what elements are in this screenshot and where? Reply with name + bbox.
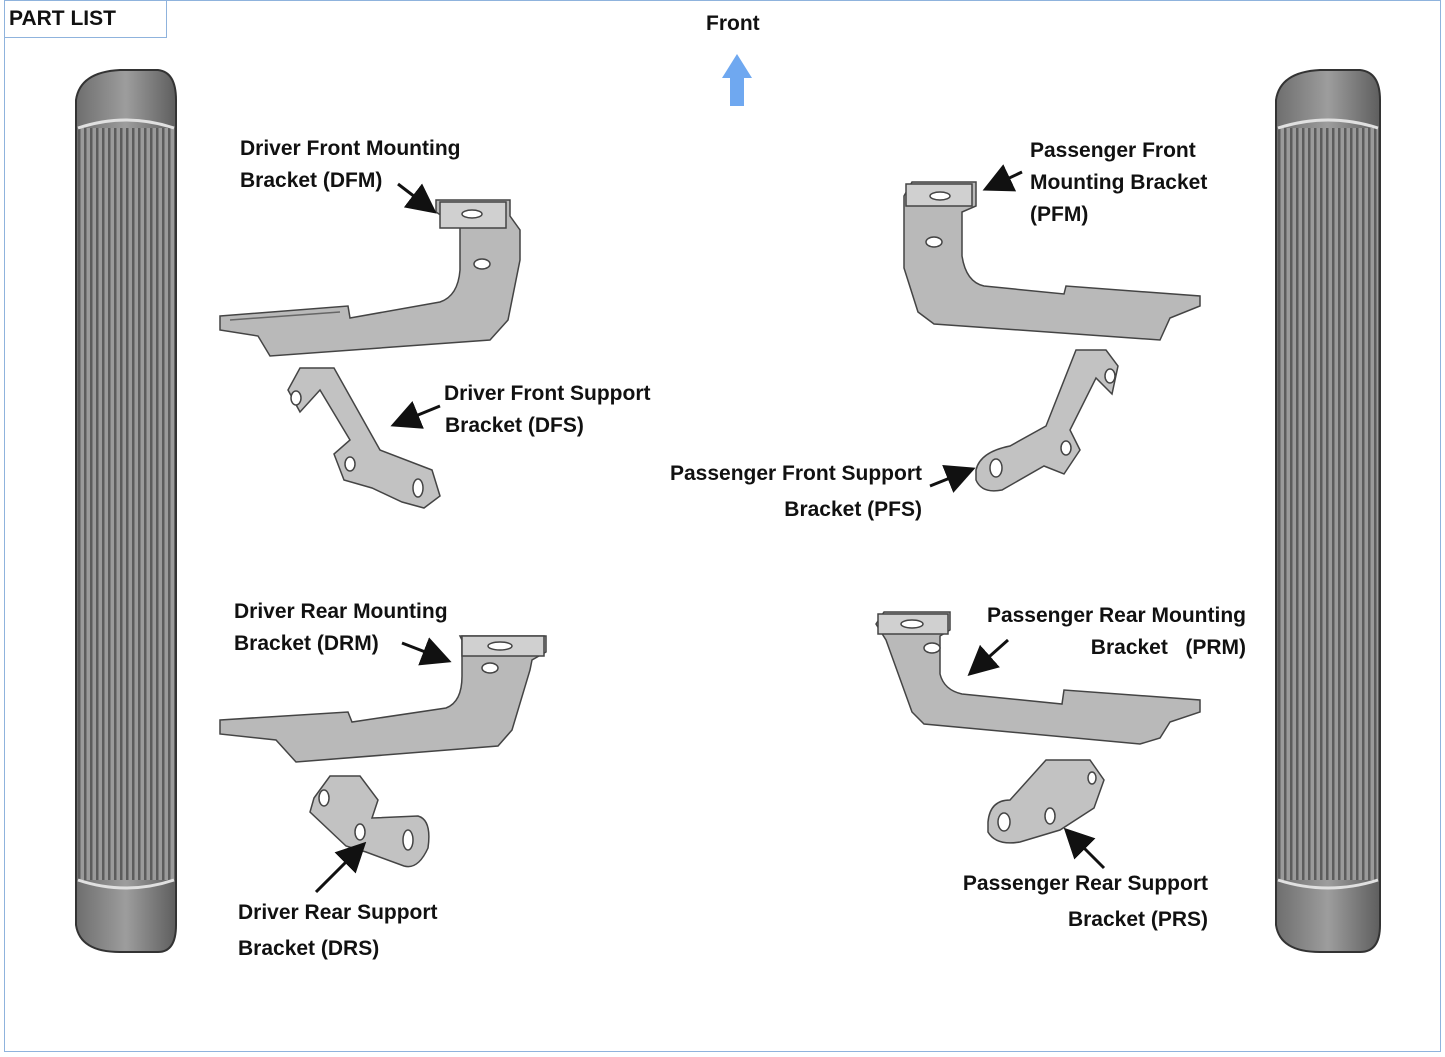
prs-label-line1: Passenger Rear Support bbox=[962, 872, 1208, 895]
front-label: Front bbox=[706, 12, 760, 35]
drs-label: Driver Rear Support Bracket (DRS) bbox=[238, 895, 438, 967]
front-arrow-icon bbox=[722, 54, 752, 106]
document-frame bbox=[4, 0, 1441, 1052]
drs-arrow-icon bbox=[314, 841, 367, 894]
drs-label-line2: Bracket (DRS) bbox=[238, 937, 380, 960]
prs-bracket-image bbox=[987, 759, 1105, 844]
pfm-label-line2: Mounting Bracket bbox=[1030, 171, 1208, 194]
dfm-label-line2: Bracket (DFM) bbox=[240, 169, 383, 192]
dfs-arrow-icon bbox=[390, 401, 441, 429]
part-list-title: PART LIST bbox=[4, 0, 167, 38]
dfm-label-line1: Driver Front Mounting bbox=[240, 137, 461, 160]
pfm-bracket-image bbox=[903, 181, 1201, 341]
prs-arrow-icon bbox=[1063, 827, 1106, 870]
passenger-running-board bbox=[1275, 69, 1381, 953]
prm-bracket-image bbox=[875, 611, 1201, 745]
prs-label-line2: Bracket (PRS) bbox=[1067, 908, 1208, 931]
dfm-arrow-icon bbox=[397, 182, 437, 214]
prm-label: Passenger Rear Mounting Bracket (PRM) bbox=[976, 600, 1246, 664]
dfs-label-line2: Bracket (DFS) bbox=[445, 414, 584, 437]
dfm-bracket-image bbox=[219, 199, 521, 357]
drs-label-line1: Driver Rear Support bbox=[238, 901, 438, 924]
driver-running-board bbox=[75, 69, 177, 953]
drm-label: Driver Rear Mounting Bracket (DRM) bbox=[234, 596, 448, 660]
drm-label-line1: Driver Rear Mounting bbox=[234, 600, 448, 623]
drs-bracket-image bbox=[309, 775, 430, 868]
pfm-label-line3: (PFM) bbox=[1030, 203, 1089, 226]
pfs-label: Passenger Front Support Bracket (PFS) bbox=[660, 456, 922, 528]
drm-arrow-icon bbox=[401, 637, 452, 666]
dfs-label: Driver Front Support Bracket (DFS) bbox=[444, 378, 651, 442]
pfs-label-line1: Passenger Front Support bbox=[669, 462, 922, 485]
drm-bracket-image bbox=[219, 635, 547, 763]
pfm-arrow-icon bbox=[982, 164, 1023, 192]
dfm-label: Driver Front Mounting Bracket (DFM) bbox=[240, 133, 460, 197]
pfm-label-line1: Passenger Front bbox=[1030, 139, 1196, 162]
prm-arrow-icon bbox=[967, 638, 1009, 676]
prs-label: Passenger Rear Support Bracket (PRS) bbox=[950, 866, 1208, 938]
prm-label-line2: Bracket (PRM) bbox=[1090, 636, 1246, 659]
pfs-arrow-icon bbox=[929, 464, 976, 493]
pfs-bracket-image bbox=[975, 349, 1119, 492]
drm-label-line2: Bracket (DRM) bbox=[234, 632, 379, 655]
pfm-label: Passenger Front Mounting Bracket (PFM) bbox=[1030, 135, 1207, 231]
pointer-arrows bbox=[314, 164, 1106, 894]
prm-label-line1: Passenger Rear Mounting bbox=[986, 604, 1246, 627]
dfs-bracket-image bbox=[287, 367, 441, 509]
dfs-label-line1: Driver Front Support bbox=[444, 382, 651, 405]
pfs-label-line2: Bracket (PFS) bbox=[784, 498, 922, 521]
